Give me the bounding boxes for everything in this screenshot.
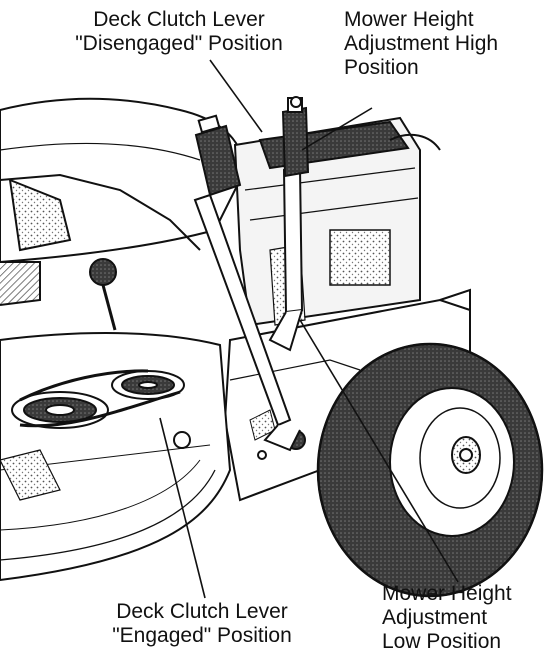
callout-line: "Engaged" Position — [112, 624, 292, 647]
deck-clutch-lever — [173, 114, 301, 452]
callout-line: Deck Clutch Lever — [116, 600, 288, 623]
callout-line: Adjustment High — [344, 32, 499, 55]
callout-line: Mower Height — [382, 582, 512, 605]
leader-engaged — [159, 417, 206, 599]
callout-line: Deck Clutch Lever — [93, 8, 265, 31]
front-tire — [316, 342, 544, 598]
callout-height-high: Mower Height Adjustment High Position — [344, 8, 554, 80]
lift-knob — [89, 258, 117, 331]
callout-line: Mower Height — [344, 8, 474, 31]
engine-block — [233, 116, 441, 327]
callout-deck-clutch-disengaged: Deck Clutch Lever "Disengaged" Position — [34, 8, 324, 56]
callout-height-low: Mower Height Adjustment Low Position — [382, 582, 552, 654]
callout-line: "Disengaged" Position — [75, 32, 283, 55]
leader-lines — [159, 59, 459, 599]
callout-line: Adjustment — [382, 606, 488, 629]
deck-pulleys — [0, 369, 185, 501]
leader-low — [299, 319, 459, 583]
leader-disengaged — [209, 59, 263, 133]
callout-line: Low Position — [382, 630, 502, 653]
leader-high — [301, 107, 373, 151]
callout-deck-clutch-engaged: Deck Clutch Lever "Engaged" Position — [72, 600, 332, 648]
callout-line: Position — [344, 56, 419, 79]
height-adjustment-lever — [268, 96, 310, 352]
